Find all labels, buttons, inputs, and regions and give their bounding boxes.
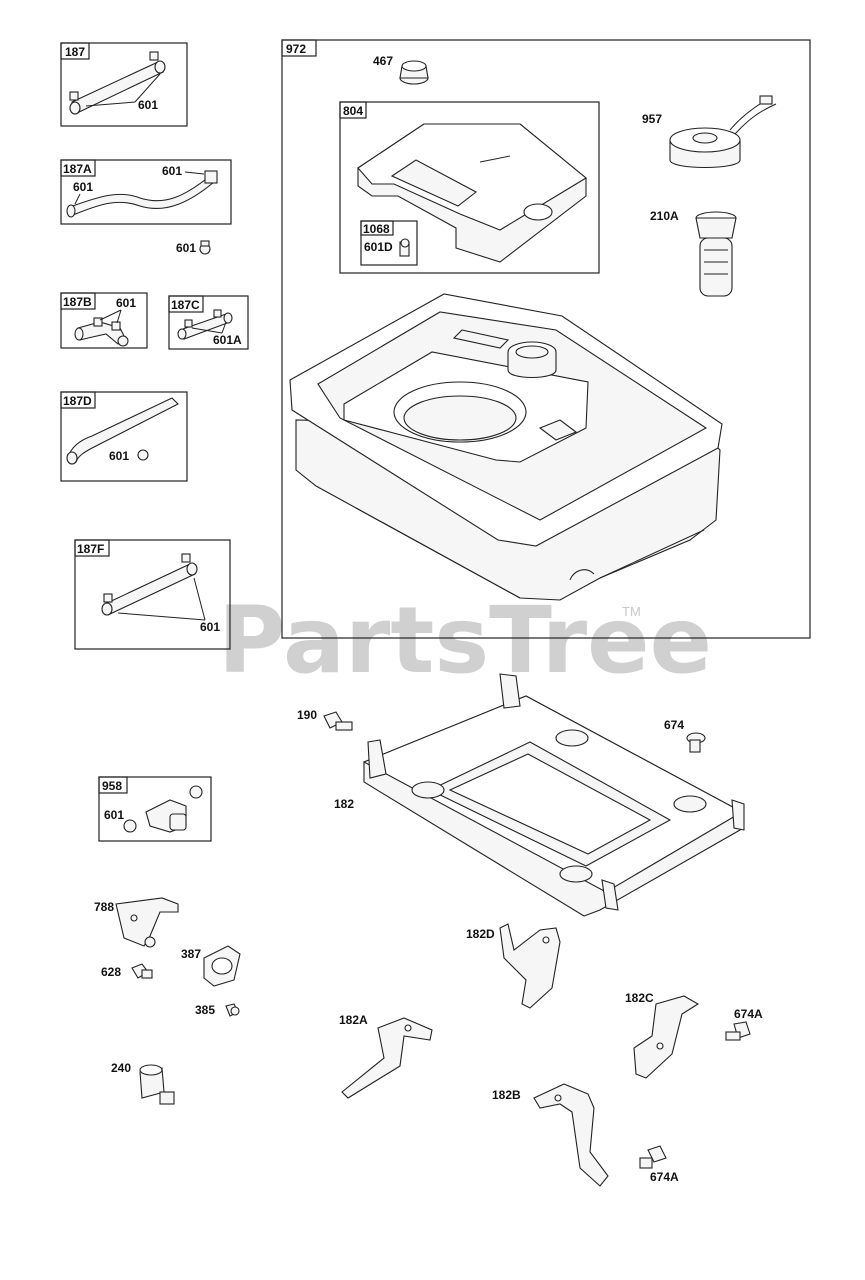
- part-240-drawing: [139, 1064, 175, 1105]
- bracket-182C-drawing: [633, 995, 700, 1079]
- cover-804-drawing: [357, 123, 587, 263]
- label-182: 182: [334, 797, 354, 811]
- label-601A-187C: 601A: [213, 333, 242, 347]
- bracket-182D-drawing: [499, 923, 561, 1009]
- bracket-182A-drawing: [341, 1017, 433, 1099]
- filter-210A-drawing: [695, 211, 737, 297]
- label-601-187F: 601: [200, 620, 220, 634]
- box-187C: 187C 601A: [168, 295, 249, 350]
- label-182D: 182D: [466, 927, 495, 941]
- label-601-187B: 601: [116, 296, 136, 310]
- hose-187D-drawing: [66, 397, 179, 465]
- label-601-187D: 601: [109, 449, 129, 463]
- hose-187A-drawing: [66, 170, 218, 218]
- box-187A-label: 187A: [63, 162, 92, 176]
- bracket-788-drawing: [115, 897, 179, 948]
- bolt-674-drawing: [686, 732, 706, 753]
- label-601-187A-right: 601: [162, 164, 182, 178]
- label-601-187: 601: [138, 98, 158, 112]
- fuel-tank-drawing: [289, 293, 723, 601]
- box-187D: 187D 601: [60, 391, 188, 482]
- box-958-label: 958: [102, 779, 122, 793]
- watermark-text: PartsTree: [218, 587, 712, 694]
- label-674A-top: 674A: [734, 1007, 763, 1021]
- label-601-loose: 601: [176, 241, 196, 255]
- screw-385-drawing: [225, 1003, 240, 1017]
- box-972-label: 972: [286, 42, 306, 56]
- box-958: 958 601: [98, 776, 212, 842]
- bracket-182B-drawing: [533, 1083, 609, 1187]
- watermark-trademark: TM: [622, 604, 641, 619]
- label-190: 190: [297, 708, 317, 722]
- box-187D-label: 187D: [63, 394, 92, 408]
- bolt-628-drawing: [131, 963, 153, 979]
- cap-957-drawing: [669, 95, 777, 169]
- label-240: 240: [111, 1061, 131, 1075]
- box-1068-label: 1068: [363, 222, 390, 236]
- label-385: 385: [195, 1003, 215, 1017]
- cap-467-drawing: [399, 60, 429, 85]
- tube-187C-drawing: [177, 309, 233, 340]
- label-387: 387: [181, 947, 201, 961]
- clamp-601D-drawing: [399, 238, 410, 257]
- label-628: 628: [101, 965, 121, 979]
- box-804-label: 804: [343, 104, 363, 118]
- box-972: 972 467 804 1068 601D 957: [281, 39, 811, 639]
- valve-958-drawing: [123, 785, 203, 833]
- box-187A: 187A 601 601: [60, 159, 232, 225]
- box-187B-label: 187B: [63, 295, 92, 309]
- label-674A-bottom: 674A: [650, 1170, 679, 1184]
- box-187F: 187F 601: [74, 539, 231, 650]
- box-187: 187 601: [60, 42, 188, 127]
- tube-187-drawing: [69, 51, 166, 115]
- label-957: 957: [642, 112, 662, 126]
- label-788: 788: [94, 900, 114, 914]
- bolt-674A-top-drawing: [725, 1021, 751, 1041]
- label-601-187A-left: 601: [73, 180, 93, 194]
- label-210A: 210A: [650, 209, 679, 223]
- label-182B: 182B: [492, 1088, 521, 1102]
- bolt-190-drawing: [323, 711, 353, 731]
- label-467: 467: [373, 54, 393, 68]
- frame-182-drawing: [362, 673, 745, 917]
- box-187F-label: 187F: [77, 542, 104, 556]
- label-601D: 601D: [364, 240, 393, 254]
- elbow-187B-drawing: [74, 317, 129, 347]
- label-182A: 182A: [339, 1013, 368, 1027]
- label-182C: 182C: [625, 991, 654, 1005]
- box-187-label: 187: [65, 45, 85, 59]
- tube-187F-drawing: [101, 553, 198, 616]
- box-187B: 187B 601: [60, 292, 148, 349]
- label-674: 674: [664, 718, 684, 732]
- box-187C-label: 187C: [171, 298, 200, 312]
- clamp-601-loose: 601: [176, 240, 211, 255]
- bolt-674A-bottom-drawing: [639, 1145, 667, 1169]
- pump-387-drawing: [203, 945, 241, 987]
- label-601-958: 601: [104, 808, 124, 822]
